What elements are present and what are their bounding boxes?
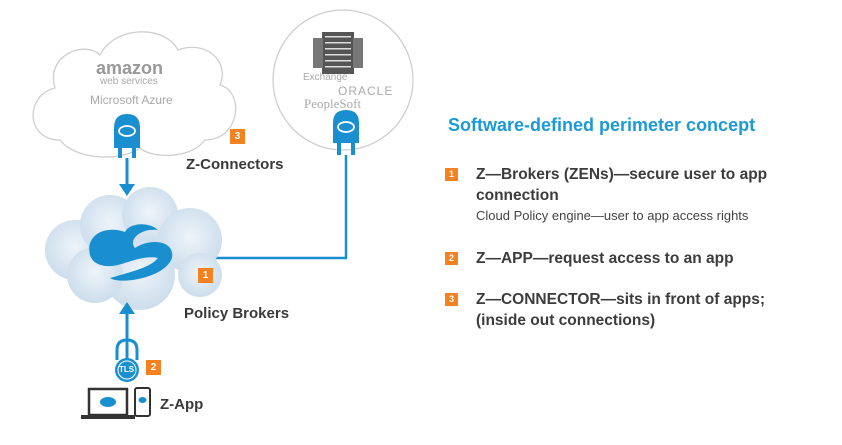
label-connectors: Z-Connectors [186,156,284,173]
legend-badge-2: 2 [445,252,458,265]
legend-badge-1: 1 [445,168,458,181]
legend-badge-3: 3 [445,293,458,306]
laptop-icon [81,387,135,419]
peoplesoft-logo: PeopleSoft [304,96,362,111]
legend-item-1-title: Z—Brokers (ZENs)—secure user to app conn… [476,166,768,204]
legend-item-1-subtitle: Cloud Policy engine—user to app access r… [476,208,749,223]
connector-plug-icon-datacenter [333,110,359,155]
tls-lock-icon [115,338,139,382]
amazon-sub-logo: web services [100,76,158,87]
label-brokers: Policy Brokers [184,305,290,322]
badge-app: 2 [146,360,161,375]
diagram-title: Software-defined perimeter concept [448,115,756,135]
badge-brokers: 1 [198,268,213,283]
amazon-logo: amazon [96,58,164,78]
zscaler-logo-icon [89,224,173,281]
datacenter-circle [272,9,414,151]
legend-item-2: Z—APP—request access to an app [476,248,816,269]
legend-item-2-title: Z—APP—request access to an app [476,250,734,267]
oracle-logo: ORACLE [338,84,394,98]
arrow-head-down [119,184,135,196]
arrow-head-up [119,302,135,314]
legend-item-3: Z—CONNECTOR—sits in front of apps; (insi… [476,289,786,331]
legend-item-1: Z—Brokers (ZENs)—secure user to app conn… [476,164,806,226]
server-rack-icon [313,32,363,74]
exchange-logo: Exchange [303,72,348,83]
tls-text: TLS [119,365,135,374]
label-app: Z-App [160,396,204,413]
badge-connectors: 3 [230,129,245,144]
azure-logo: Microsoft Azure [90,93,173,107]
connector-plug-icon-cloud [114,114,140,158]
public-cloud-outline [32,31,237,158]
phone-icon [134,387,151,417]
legend-item-3-title: Z—CONNECTOR—sits in front of apps; (insi… [476,291,766,329]
connection-line-datacenter [170,155,348,260]
